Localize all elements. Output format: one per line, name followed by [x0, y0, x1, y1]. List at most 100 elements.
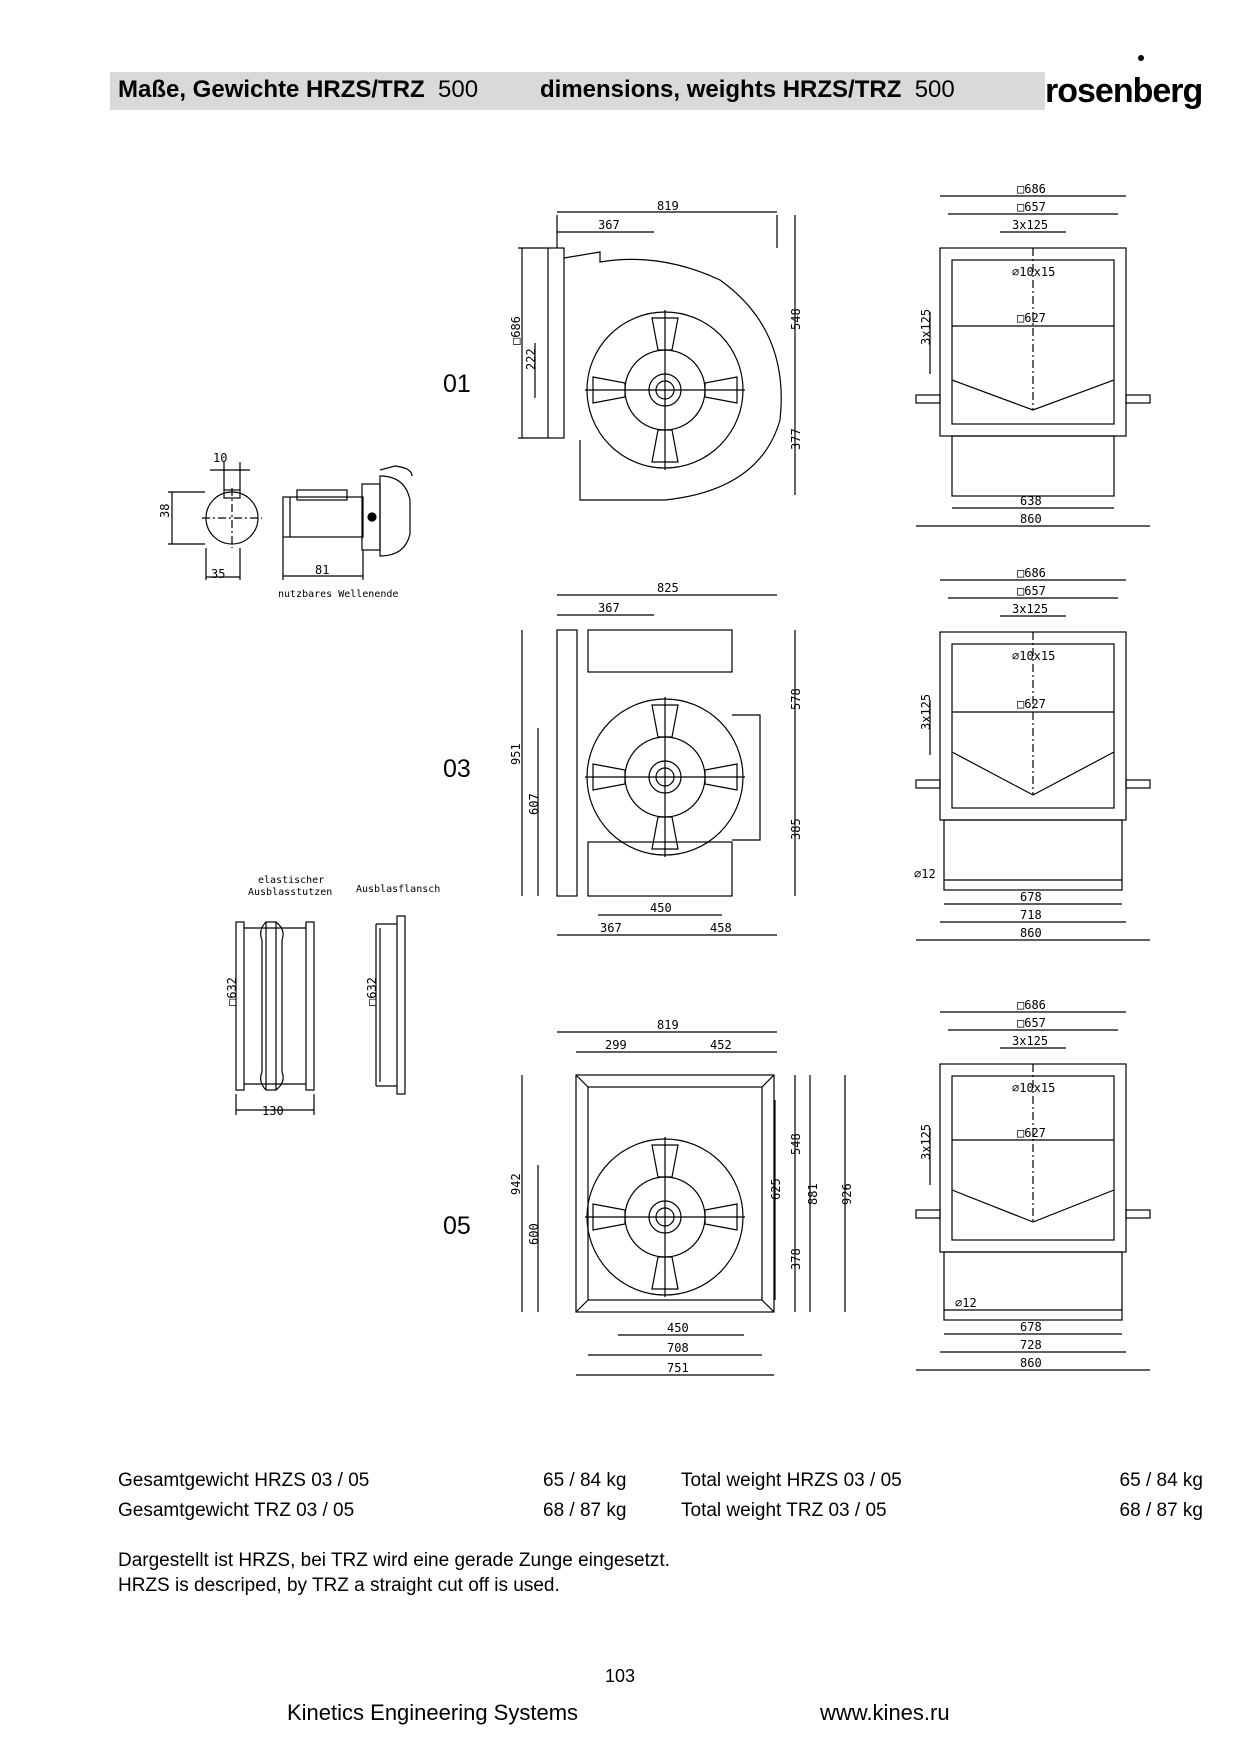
rosenberg-logo: rosenberg [1045, 72, 1203, 110]
sv01-top-2: □657 [1017, 200, 1046, 214]
title-german: Maße, Gewichte HRZS/TRZ 500 [118, 76, 479, 103]
side-view-05: □686 □657 3x125 ⌀10x15 □627 3x125 ⌀12 67… [915, 998, 1151, 1371]
fv05-inner-2: 881 [806, 1183, 820, 1205]
sv05-top-1: □686 [1017, 998, 1046, 1012]
fv05-lower: 378 [789, 1248, 803, 1270]
fv01-lower: 377 [789, 428, 803, 450]
weight-label-en: Total weight HRZS 03 / 05 [681, 1470, 902, 1491]
fv03-offset: 367 [598, 601, 620, 615]
elastic-dim: □632 [225, 977, 239, 1006]
weight-label-de: Gesamtgewicht HRZS 03 / 05 [118, 1470, 370, 1491]
fv05-height: 942 [509, 1173, 523, 1195]
fv01-height: □686 [509, 316, 523, 345]
footer-url: www.kines.ru [820, 1700, 950, 1725]
sv05-top-2: □657 [1017, 1016, 1046, 1030]
sv05-hole-size: ⌀10x15 [1012, 1081, 1055, 1095]
fv05-width: 819 [657, 1018, 679, 1032]
side-view-01: □686 □657 3x125 ⌀10x15 □627 3x125 638 86… [915, 182, 1151, 527]
sv03-top-1: □686 [1017, 566, 1046, 580]
header-band [110, 72, 1045, 110]
weight-row-hrzs: Gesamtgewicht HRZS 03 / 05 65 / 84 kg To… [118, 1470, 1203, 1500]
sv03-top-2: □657 [1017, 584, 1046, 598]
fv05-bottom-3: 751 [667, 1361, 689, 1375]
sv03-hole-size: ⌀10x15 [1012, 649, 1055, 663]
sv03-holes: 3x125 [1012, 602, 1048, 616]
flange-dim: □632 [365, 977, 379, 1006]
sv01-bottom-2: 860 [1020, 512, 1042, 526]
sv05-foot-hole: ⌀12 [955, 1296, 977, 1310]
weights-table: Gesamtgewicht HRZS 03 / 05 65 / 84 kg To… [118, 1470, 1203, 1530]
fv01-upper: 548 [789, 308, 803, 330]
shaft-dim-dia: 35 [211, 567, 225, 581]
fv03-lower: 385 [789, 818, 803, 840]
accessory-length: 130 [262, 1104, 284, 1118]
sv03-bottom-1: 678 [1020, 890, 1042, 904]
flange-label: Ausblasflansch [356, 884, 440, 895]
fv05-axis: 600 [527, 1223, 541, 1245]
sv03-inner: □627 [1017, 697, 1046, 711]
sv01-holes: 3x125 [1012, 218, 1048, 232]
sv01-top-1: □686 [1017, 182, 1046, 196]
fv03-bottom-span: 450 [650, 901, 672, 915]
variant-label-05: 05 [443, 1212, 471, 1240]
fv03-width: 825 [657, 581, 679, 595]
fv03-axis: 607 [527, 793, 541, 815]
fv03-bottom-right: 458 [710, 921, 732, 935]
weight-value-en: 65 / 84 kg [1119, 1470, 1203, 1491]
weight-value-de: 65 / 84 kg [543, 1470, 627, 1491]
accessories-drawing: elastischer Ausblasstutzen Ausblasflansc… [225, 875, 440, 1118]
front-view-05: 819 299 452 942 600 548 378 625 881 926 … [509, 1018, 854, 1376]
sv03-foot-hole: ⌀12 [914, 867, 936, 881]
shaft-dim-height: 38 [158, 504, 172, 518]
fv01-axis: 222 [524, 348, 538, 370]
fv05-bottom-1: 450 [667, 1321, 689, 1335]
sv03-bottom-2: 718 [1020, 908, 1042, 922]
weight-row-trz: Gesamtgewicht TRZ 03 / 05 68 / 87 kg Tot… [118, 1500, 1203, 1530]
fv05-bottom-2: 708 [667, 1341, 689, 1355]
sv01-bottom-1: 638 [1020, 494, 1042, 508]
variant-label-01: 01 [443, 370, 471, 398]
sv05-holes: 3x125 [1012, 1034, 1048, 1048]
sv01-side: 3x125 [919, 309, 933, 345]
fv05-upper: 548 [789, 1133, 803, 1155]
fv05-outer: 926 [840, 1183, 854, 1205]
variant-label-03: 03 [443, 755, 471, 783]
footer-company: Kinetics Engineering Systems [287, 1700, 579, 1725]
weight-value-en: 68 / 87 kg [1119, 1500, 1203, 1521]
sv05-side: 3x125 [919, 1124, 933, 1160]
fv05-right: 452 [710, 1038, 732, 1052]
weight-label-de: Gesamtgewicht TRZ 03 / 05 [118, 1500, 355, 1521]
sv05-bottom-3: 860 [1020, 1356, 1042, 1370]
shaft-end-drawing: 10 38 35 81 nutzbares Wellenende [158, 451, 413, 600]
elastic-label-1: elastischer [258, 875, 324, 886]
front-view-03: 825 367 951 607 578 385 450 367 458 [509, 581, 803, 936]
sv03-side: 3x125 [919, 694, 933, 730]
weight-label-en: Total weight TRZ 03 / 05 [681, 1500, 887, 1521]
note-german: Dargestellt ist HRZS, bei TRZ wird eine … [118, 1550, 670, 1571]
page-number: 103 [604, 1666, 636, 1686]
fv05-left: 299 [605, 1038, 627, 1052]
shaft-note: nutzbares Wellenende [278, 589, 398, 600]
sv01-inner: □627 [1017, 311, 1046, 325]
fv01-offset: 367 [598, 218, 620, 232]
elastic-label-2: Ausblasstutzen [248, 887, 332, 898]
note-block: Dargestellt ist HRZS, bei TRZ wird eine … [118, 1548, 670, 1598]
note-english: HRZS is descriped, by TRZ a straight cut… [118, 1575, 560, 1596]
fv03-bottom-left: 367 [600, 921, 622, 935]
logo-dot [1138, 55, 1144, 61]
sv01-hole-size: ⌀10x15 [1012, 265, 1055, 279]
sv05-inner: □627 [1017, 1126, 1046, 1140]
shaft-dim-width: 10 [213, 451, 227, 465]
weight-value-de: 68 / 87 kg [543, 1500, 627, 1521]
title-english: dimensions, weights HRZS/TRZ 500 [540, 76, 955, 103]
fv05-inner-1: 625 [769, 1178, 783, 1200]
front-view-01: 819 367 □686 222 548 377 [509, 199, 803, 501]
sv05-bottom-2: 728 [1020, 1338, 1042, 1352]
side-view-03: □686 □657 3x125 ⌀10x15 □627 3x125 ⌀12 67… [914, 566, 1151, 941]
sv03-bottom-3: 860 [1020, 926, 1042, 940]
sv05-bottom-1: 678 [1020, 1320, 1042, 1334]
shaft-dim-length: 81 [315, 563, 329, 577]
fv03-height: 951 [509, 743, 523, 765]
fv03-upper: 578 [789, 688, 803, 710]
